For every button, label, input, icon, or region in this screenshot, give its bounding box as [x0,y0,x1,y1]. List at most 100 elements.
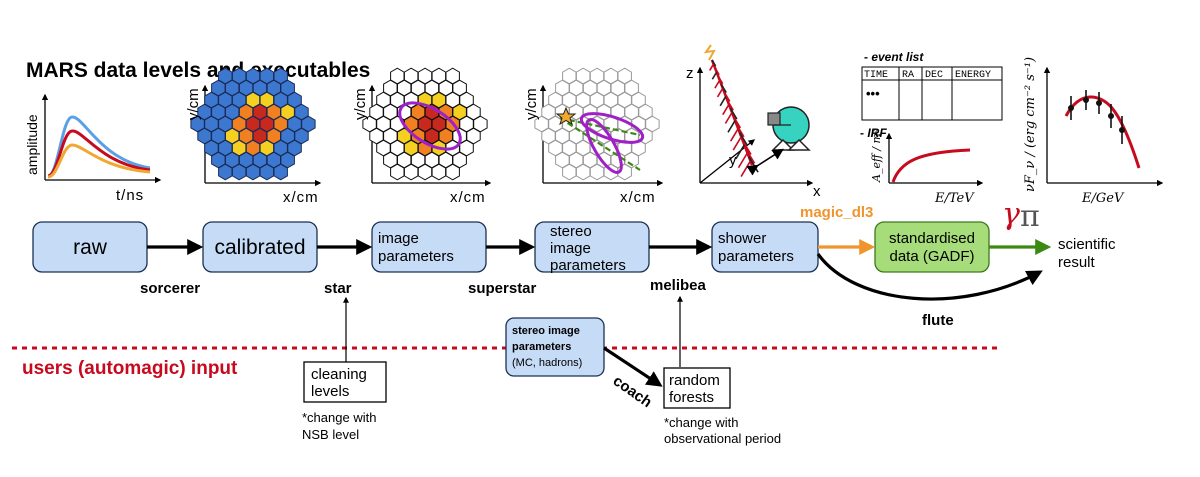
mc-line2: parameters [512,341,571,353]
shower-particle-track [732,116,742,129]
pulse-red [47,129,151,178]
calibrated-camera-plot: y/cm x/cm [185,67,322,206]
random-forests-box: random forests [663,367,731,409]
shower-particle-track [717,75,724,85]
camera-hex-grid-calibrated [190,67,316,181]
pipeline-image-parameters: image parameters [371,221,487,273]
shower-axis-z: z [686,65,694,82]
user-input-label: users (automagic) input [22,358,238,379]
stereo-line1: stereo [550,223,592,240]
cal-plot-ylabel: y/cm [185,88,202,120]
cleaning-note-line1: *change with [302,410,376,425]
camera-pixel [301,115,316,133]
pipeline-shower-parameters: shower parameters [711,221,819,273]
irf-plot: - IRF A_eff / m² E/TeV [860,126,984,206]
exec-sorcerer: sorcerer [140,280,200,297]
shower-axis-y: y [729,152,737,169]
shower-particle-track [720,83,727,93]
exec-melibea: melibea [650,277,707,294]
shower-particle-track [739,132,749,147]
stereo-line2: image [550,240,591,257]
scientific-result-line1: scientific [1058,236,1116,253]
img-plot-ylabel: y/cm [352,88,369,120]
cleaning-levels-box: cleaning levels [303,361,387,403]
mc-stereo-parameters-box: stereo image parameters (MC, hadrons) [505,317,605,377]
camera-pixel [473,115,488,133]
raw-pulse-plot: amplitude t/ns [24,93,162,204]
sed-model-curve [1064,95,1141,169]
shower-particle-track [711,59,717,67]
shower-particle-track [709,63,715,71]
pulse-orange [47,143,151,179]
shower-parameters-line1: shower [718,230,766,247]
sed-points [1068,90,1125,144]
stereo-plot-ylabel: y/cm [523,88,540,120]
shower-particle-track [726,99,734,111]
standardised-line1: standardised [889,230,975,247]
shower-particle-track [727,120,736,133]
raw-label: raw [73,236,108,259]
raw-plot-ylabel: amplitude [24,114,40,175]
event-list-table: - event list TIME RA DEC ENERGY ••• [861,50,1003,121]
calibrated-label: calibrated [214,236,305,259]
standardised-line2: data (GADF) [889,248,974,265]
shower-particle-track [732,136,742,151]
event-list-title: - event list [864,50,924,64]
logo-gamma: γ [1002,197,1020,232]
logo-pi: π [1020,199,1040,234]
pipeline-arrows [147,239,1043,301]
image-parameters-line1: image [378,230,419,247]
exec-superstar: superstar [468,280,537,297]
shower-particle-track [729,128,739,142]
stereo-ellipse-2 [579,112,645,144]
forests-line2: forests [669,389,714,406]
image-parameters-line2: parameters [378,248,454,265]
scientific-result-line2: result [1058,254,1096,271]
shower-particle-track [729,108,738,120]
sed-point [1096,100,1102,106]
sed-point [1119,127,1125,133]
shower-particle-track [737,152,749,169]
arrow-flute [816,253,1043,301]
primary-gamma-icon [703,44,716,61]
sed-point [1108,113,1114,119]
camera-hex-grid-stereo [534,67,660,181]
forests-note-line1: *change with [664,415,738,430]
pipeline-calibrated: calibrated [202,221,318,273]
source-star-icon [555,106,577,126]
hillas-ellipse [398,101,462,151]
img-plot-xlabel: x/cm [450,189,486,206]
shower-particle-track [722,104,730,116]
stereo-line3: parameters [550,257,626,274]
telescope-icon [767,106,811,151]
image-parameters-plot: y/cm x/cm [352,67,492,206]
exec-magic-dl3: magic_dl3 [800,204,873,221]
stereo-axis-1 [559,117,641,171]
irf-ylabel: A_eff / m² [870,129,883,183]
pipeline-standardised-data: standardised data (GADF) [874,221,990,273]
event-col-dec: DEC [925,70,943,81]
sed-xlabel: E/GeV [1081,191,1125,206]
shower-particle-track [723,91,731,102]
impact-distance-arrow [746,148,784,176]
stereo-plot-xlabel: x/cm [620,189,656,206]
cal-plot-xlabel: x/cm [283,189,319,206]
forests-note-line2: observational period [664,431,781,446]
shower-particle-track [714,79,721,89]
stereo-parameters-plot: y/cm x/cm [523,67,664,206]
shower-particle-track [714,67,720,76]
shower-particle-track [740,160,752,177]
effective-area-curve [891,148,971,183]
exec-flute: flute [922,312,954,329]
sed-plot: νF_ν / (erg cm⁻² s⁻¹) E/GeV [1023,57,1164,206]
shower-particle-track [735,144,745,160]
shower-particle-track [716,87,724,98]
forests-line1: random [669,372,720,389]
event-list-dots: ••• [866,86,880,101]
sed-point [1083,97,1089,103]
shower-particle-track [719,95,727,107]
shower-parameters-line2: parameters [718,248,794,265]
camera-pixel [645,115,660,133]
sed-ylabel: νF_ν / (erg cm⁻² s⁻¹) [1023,57,1038,192]
